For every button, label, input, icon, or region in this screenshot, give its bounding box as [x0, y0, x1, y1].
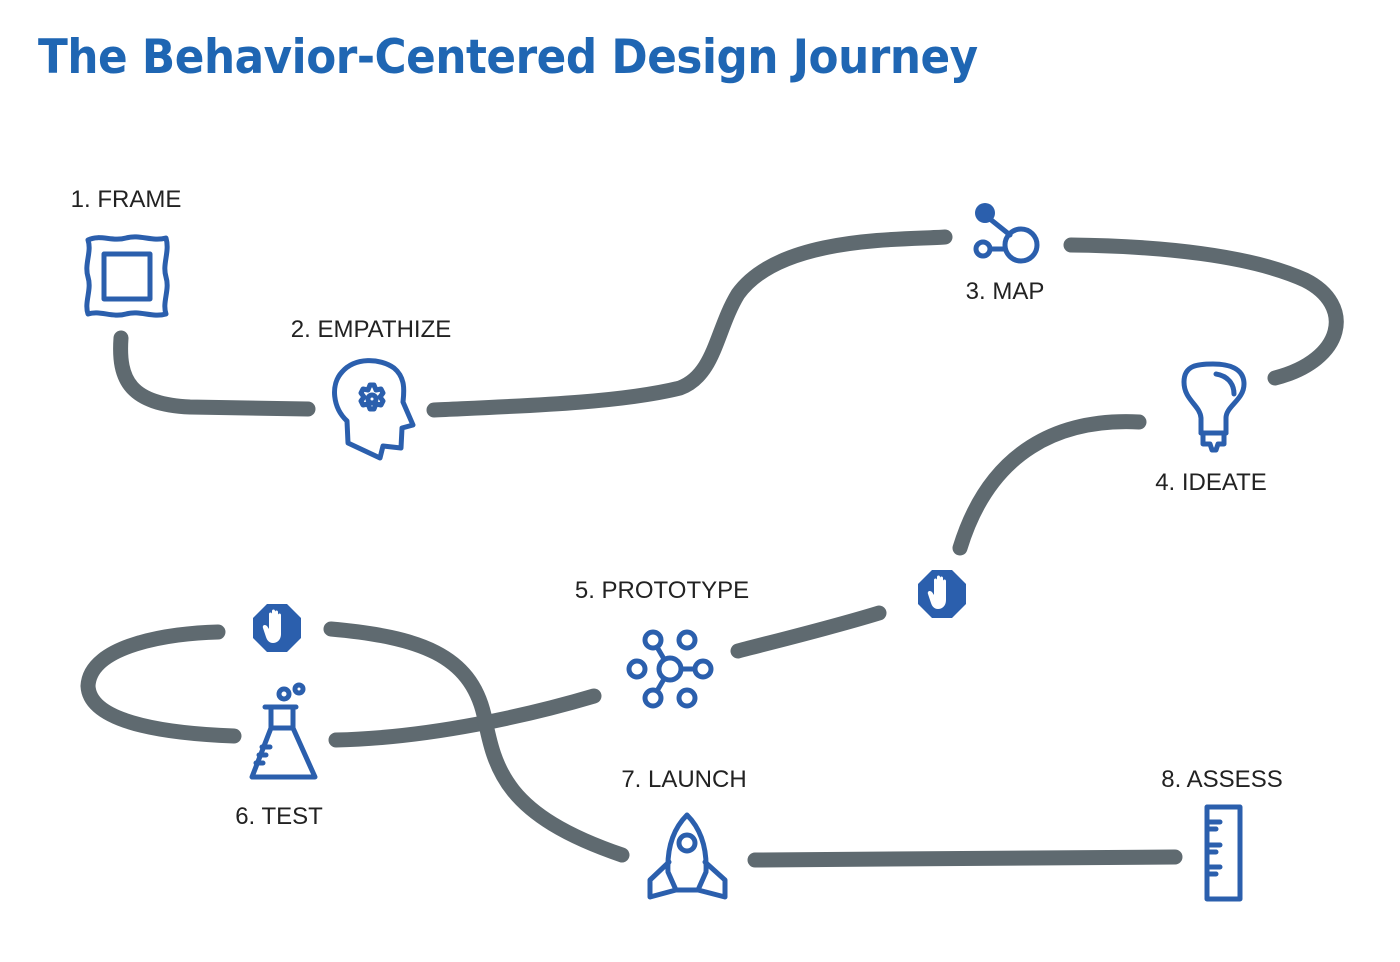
frame-icon	[84, 234, 170, 318]
path-segment-stop-launch	[323, 621, 630, 863]
path-segment-test-loop	[80, 624, 242, 744]
step-label-prototype: 5. PROTOTYPE	[574, 577, 750, 604]
step-label-frame: 1. FRAME	[70, 186, 182, 213]
stop-hand-icon	[253, 604, 301, 652]
lightbulb-icon	[1181, 361, 1247, 453]
step-label-launch: 7. LAUNCH	[621, 766, 747, 793]
step-label-ideate: 4. IDEATE	[1155, 469, 1267, 496]
step-label-empathize: 2. EMPATHIZE	[290, 316, 452, 343]
path-segment-empathize-map	[426, 229, 953, 418]
path-segment-prototype-test	[328, 688, 602, 748]
node-map-icon	[973, 203, 1040, 264]
path-segment-ideate-stop	[952, 414, 1147, 556]
path-segment-map-ideate	[1063, 237, 1344, 386]
path-segment-launch-assess	[747, 849, 1183, 868]
path-segment-stop-prototype	[730, 605, 887, 659]
stop-hand-icon	[918, 570, 966, 618]
head-gear-icon	[332, 358, 416, 461]
network-hub-icon	[626, 629, 714, 709]
journey-path	[80, 229, 1344, 868]
page-title: The Behavior-Centered Design Journey	[38, 30, 978, 85]
step-label-test: 6. TEST	[235, 803, 323, 830]
path-segment-frame-empathize	[113, 330, 316, 417]
step-label-map: 3. MAP	[965, 278, 1045, 305]
flask-icon	[249, 682, 318, 780]
step-label-assess: 8. ASSESS	[1161, 766, 1283, 793]
ruler-icon	[1204, 804, 1243, 902]
rocket-icon	[647, 812, 728, 900]
